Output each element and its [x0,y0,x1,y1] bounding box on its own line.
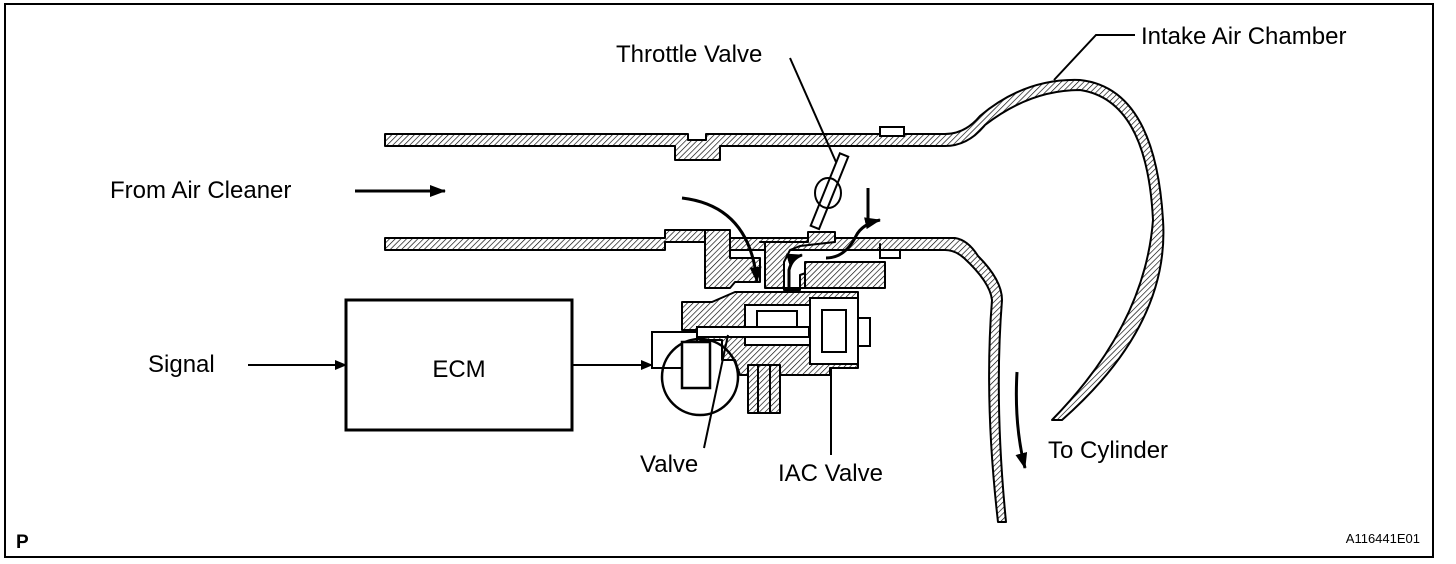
iac-valve-label: IAC Valve [778,460,883,487]
iac-right-core [821,309,847,353]
chamber-leader [1053,34,1135,81]
figure-frame [4,3,1434,558]
sensor-boss [879,126,905,137]
iac-outlet-bore [757,365,771,413]
bypass-out-arrow [825,217,881,260]
valve-label: Valve [640,451,698,478]
ecm-label: ECM [432,356,485,383]
bypass-upper-block [804,261,886,289]
valve-leader [703,334,729,449]
to-cylinder-arrow [1014,371,1028,469]
to-cylinder-label: To Cylinder [1048,437,1168,464]
from-air-cleaner-label: From Air Cleaner [110,177,291,204]
throttle-leader [789,57,837,163]
figure-code: A116441E01 [1346,531,1420,546]
throttle-plate [809,152,850,231]
valve-shaft [696,326,810,338]
bypass-tab [879,249,901,259]
throttle-valve-label: Throttle Valve [616,41,762,68]
valve-body [680,340,712,390]
intake-air-chamber-label: Intake Air Chamber [1141,23,1346,50]
ecm-box [344,298,574,432]
valve-circle [660,337,740,417]
signal-label: Signal [148,351,215,378]
upper-intake-wall [384,78,1165,421]
bypass-in-arrow [681,196,762,283]
lower-intake-wall [384,229,1007,523]
bypass-up-arrow [785,253,803,290]
iac-end-cap [857,317,871,347]
throttle-shaft [814,177,842,209]
corner-letter: P [16,532,29,553]
iac-outlet-pipe [747,364,781,414]
